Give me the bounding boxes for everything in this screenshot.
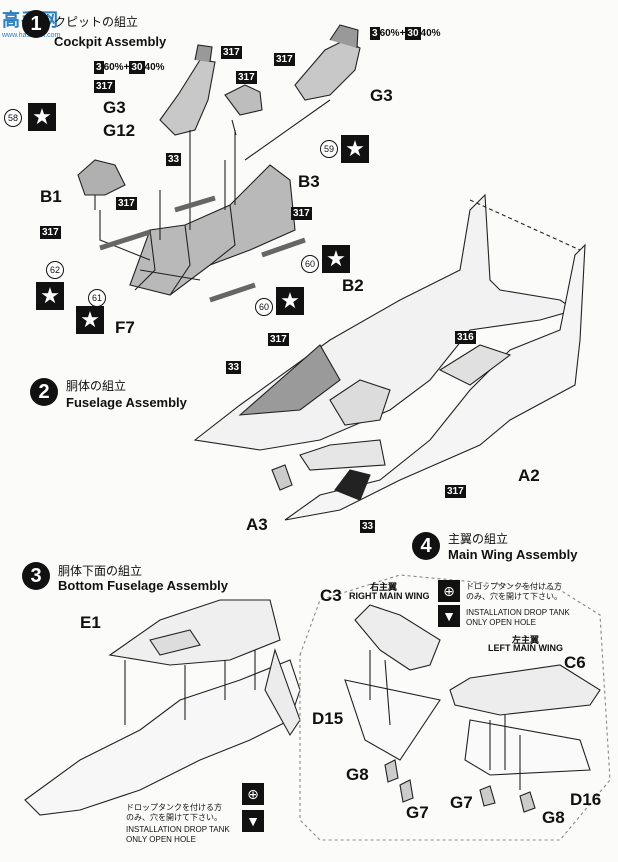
paint-33: 33 — [166, 153, 182, 166]
seat-b1-drawing — [77, 159, 126, 210]
left-wing-label-jp: 左主翼 — [512, 636, 540, 646]
left-main-wing-drawing — [449, 664, 601, 776]
star-icon: ★ — [341, 135, 369, 163]
paint-30: 30 — [129, 61, 145, 74]
right-main-wing-drawing — [344, 604, 441, 761]
bottom-fuselage-drawing — [24, 599, 301, 816]
ejection-seat-b3 — [224, 84, 263, 136]
step-number-2: 2 — [30, 378, 58, 406]
step-3-title-jp: 胴体下面の組立 — [58, 564, 143, 578]
right-wing-label-en: RIGHT MAIN WING — [349, 591, 430, 601]
part-g7-right: G7 — [406, 803, 429, 822]
part-e1: E1 — [80, 613, 101, 632]
part-c3: C3 — [320, 586, 342, 605]
decal-60: 60 — [255, 298, 273, 316]
paint-317: 317 — [274, 53, 295, 66]
paint-33: 33 — [360, 520, 376, 533]
paint-30: 30 — [405, 27, 421, 40]
fuselage-half-a2-drawing — [284, 243, 586, 521]
right-wing-label-jp: 右主翼 — [370, 583, 398, 593]
part-g3-left: G3 — [103, 98, 126, 117]
star-icon: ★ — [76, 306, 104, 334]
part-a3: A3 — [246, 515, 268, 534]
part-g3-right: G3 — [370, 86, 393, 105]
left-wing-label-en: LEFT MAIN WING — [488, 643, 563, 653]
part-f7: F7 — [115, 318, 135, 337]
open-hole-icon: ▼ — [438, 605, 460, 627]
step-number-4: 4 — [412, 532, 440, 560]
step-1-title-en: Cockpit Assembly — [54, 34, 167, 49]
part-g12: G12 — [103, 121, 136, 140]
drop-tank-note-en-2: ONLY OPEN HOLE — [466, 618, 536, 627]
drop-tank-note-jp-1: ドロップタンクを付ける方 — [466, 582, 562, 591]
decal-59: 59 — [320, 140, 338, 158]
mix-percent-2: 40% — [144, 62, 165, 73]
part-c6: C6 — [564, 653, 586, 672]
step-2-title-en: Fuselage Assembly — [66, 395, 187, 410]
paint-317: 317 — [291, 207, 312, 220]
part-g8-left: G8 — [542, 808, 565, 827]
star-icon: ★ — [322, 245, 350, 273]
part-g7-left: G7 — [450, 793, 473, 812]
drop-tank-hole-icon: ⊕ — [438, 580, 460, 602]
paint-317: 317 — [221, 46, 242, 59]
paint-317: 317 — [268, 333, 289, 346]
decal-58: 58 — [4, 109, 22, 127]
paint-3: 3 — [94, 61, 104, 74]
step-number-3: 3 — [22, 562, 50, 590]
mix-plus: + — [123, 62, 130, 73]
decal-61: 61 — [88, 289, 106, 307]
step-1-title-jp: クピットの組立 — [54, 15, 139, 29]
step-4-title-jp: 主翼の組立 — [448, 532, 509, 546]
paint-317: 317 — [236, 71, 257, 84]
mix-percent-1: 60% — [379, 28, 400, 39]
decal-60: 60 — [301, 255, 319, 273]
paint-317: 317 — [40, 226, 61, 239]
part-d16: D16 — [570, 790, 602, 809]
star-icon: ★ — [28, 103, 56, 131]
part-d15: D15 — [312, 709, 344, 728]
step-number-1: 1 — [22, 10, 50, 38]
open-hole-icon: ▼ — [242, 810, 264, 832]
paint-316: 316 — [455, 331, 476, 344]
drop-tank-note-en-2: ONLY OPEN HOLE — [126, 835, 196, 844]
drop-tank-note-jp-2: のみ、穴を開けて下さい。 — [126, 813, 222, 822]
drop-tank-note-en-1: INSTALLATION DROP TANK — [466, 608, 570, 617]
cockpit-tub-drawing — [129, 164, 296, 296]
part-b1: B1 — [40, 187, 62, 206]
part-b2: B2 — [342, 276, 364, 295]
part-b3: B3 — [298, 172, 320, 191]
paint-317: 317 — [116, 197, 137, 210]
paint-317: 317 — [94, 80, 115, 93]
ejection-seat-g3-left — [159, 44, 216, 136]
part-a2: A2 — [518, 466, 540, 485]
step-4-title-en: Main Wing Assembly — [448, 547, 578, 562]
drop-tank-note-jp-2: のみ、穴を開けて下さい。 — [466, 592, 562, 601]
paint-33: 33 — [226, 361, 242, 374]
drop-tank-hole-icon: ⊕ — [242, 783, 264, 805]
mix-percent-1: 60% — [103, 62, 124, 73]
drop-tank-note-en-1: INSTALLATION DROP TANK — [126, 825, 230, 834]
ejection-seat-g3-right — [294, 24, 361, 101]
mix-plus: + — [399, 28, 406, 39]
part-g8-right: G8 — [346, 765, 369, 784]
step-2-title-jp: 胴体の組立 — [66, 379, 127, 393]
decal-62: 62 — [46, 261, 64, 279]
star-icon: ★ — [276, 287, 304, 315]
fuselage-half-b2-drawing — [193, 193, 577, 471]
step-3-title-en: Bottom Fuselage Assembly — [58, 578, 229, 593]
paint-3: 3 — [370, 27, 380, 40]
paint-317: 317 — [445, 485, 466, 498]
drop-tank-note-jp-1: ドロップタンクを付ける方 — [126, 803, 222, 812]
star-icon: ★ — [36, 282, 64, 310]
mix-percent-2: 40% — [420, 28, 441, 39]
